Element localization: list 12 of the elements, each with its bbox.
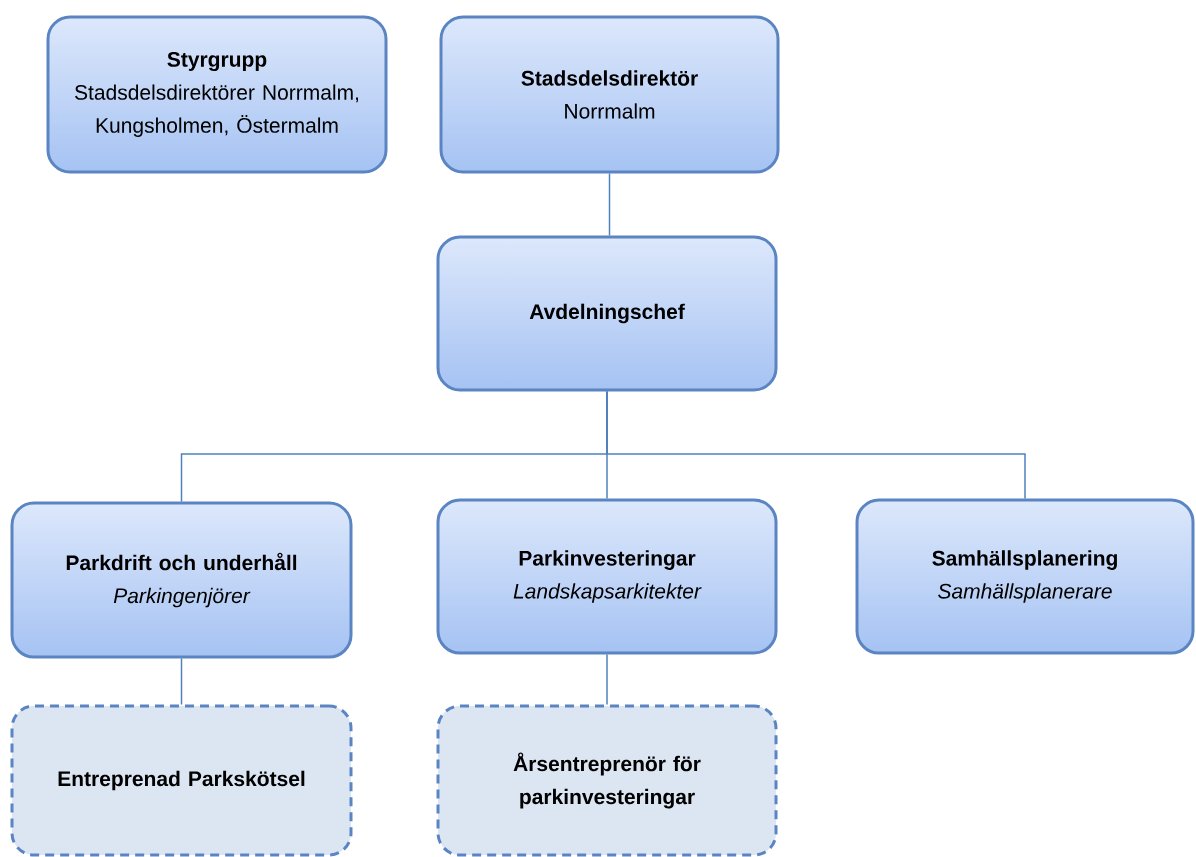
org-box: Avdelningschef	[436, 235, 778, 392]
connector-line	[606, 653, 608, 706]
dashed-box: Årsentreprenör för parkinvesteringar	[436, 704, 778, 857]
org-box: Styrgrupp Stadsdelsdirektörer Norrmalm, Kungsholmen, Östermalm	[46, 15, 388, 174]
org-box: Parkdrift och underhåll Parkingenjörer	[10, 501, 353, 659]
connector-line	[180, 657, 183, 706]
org-box: Stadsdelsdirektör Norrmalm	[439, 15, 780, 174]
connector-line	[608, 172, 611, 237]
connector-line	[606, 390, 1026, 500]
org-box: Parkinvesteringar Landskapsarkitekter	[436, 498, 778, 655]
dashed-box: Entreprenad Parkskötsel	[10, 704, 353, 857]
org-box: Samhällsplanering Samhällsplanerare	[855, 498, 1195, 655]
